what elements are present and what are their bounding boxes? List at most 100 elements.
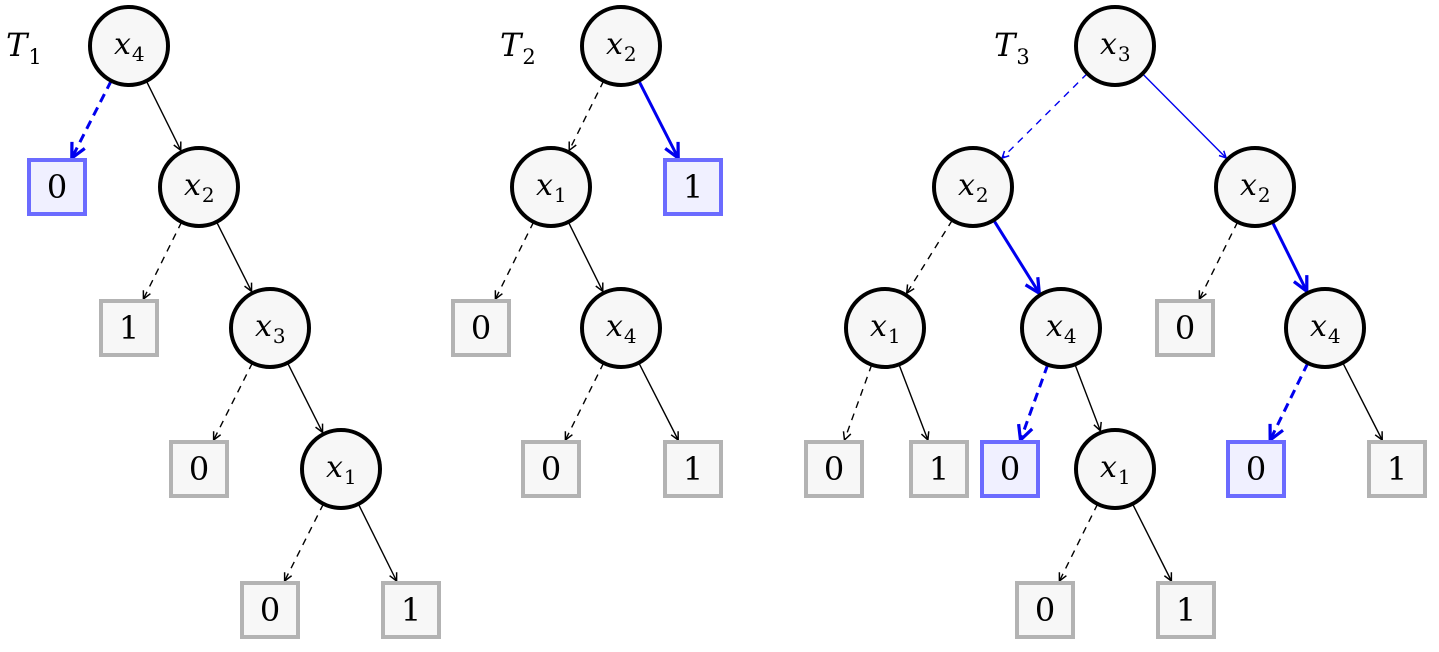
low-edge-highlighted bbox=[1270, 362, 1310, 440]
node-circle bbox=[932, 146, 1014, 228]
high-edge bbox=[357, 503, 396, 581]
leaf-value: 0 bbox=[471, 309, 491, 347]
low-edge bbox=[844, 364, 873, 440]
high-edge bbox=[286, 362, 323, 433]
leaf-box bbox=[1015, 581, 1075, 639]
high-edge bbox=[215, 221, 252, 292]
leaf-box bbox=[240, 581, 300, 639]
terminal-leaf-1: 1 bbox=[1367, 440, 1427, 498]
decision-node-x1: x1 bbox=[510, 146, 592, 228]
decision-node-x2: x2 bbox=[932, 146, 1014, 228]
terminal-leaf-0: 0 bbox=[1226, 440, 1286, 498]
terminal-leaf-0: 0 bbox=[169, 440, 229, 498]
decision-node-x2: x2 bbox=[1214, 146, 1296, 228]
high-edge bbox=[1074, 364, 1100, 430]
leaf-value: 0 bbox=[47, 168, 67, 206]
leaf-box bbox=[451, 299, 511, 357]
high-edge bbox=[638, 362, 678, 440]
leaf-box bbox=[909, 440, 969, 498]
leaf-box bbox=[99, 299, 159, 357]
high-edge-highlighted bbox=[1141, 73, 1226, 158]
leaf-value: 0 bbox=[1246, 450, 1266, 488]
decision-node-x1: x1 bbox=[1074, 428, 1156, 510]
decision-node-x4: x4 bbox=[580, 287, 662, 369]
leaf-value: 0 bbox=[1000, 450, 1020, 488]
low-edge bbox=[907, 219, 953, 293]
leaf-value: 1 bbox=[1387, 450, 1407, 488]
terminal-leaf-0: 0 bbox=[521, 440, 581, 498]
high-edge-highlighted bbox=[1270, 221, 1306, 291]
low-edge bbox=[569, 80, 605, 150]
leaf-box bbox=[381, 581, 441, 639]
tree-label: T3 bbox=[994, 26, 1030, 69]
node-circle bbox=[1074, 5, 1156, 87]
leaf-box-highlighted bbox=[663, 158, 723, 216]
node-circle bbox=[1214, 146, 1296, 228]
node-circle bbox=[1020, 287, 1102, 369]
leaf-value: 1 bbox=[119, 309, 139, 347]
decision-node-x4: x4 bbox=[88, 5, 170, 87]
edges-layer bbox=[72, 72, 1382, 581]
high-edge bbox=[1342, 362, 1382, 440]
leaf-value: 1 bbox=[683, 168, 703, 206]
terminal-leaf-0: 0 bbox=[1155, 299, 1215, 357]
terminal-leaf-0: 0 bbox=[451, 299, 511, 357]
high-edge bbox=[1131, 503, 1172, 581]
high-edge bbox=[145, 80, 180, 150]
node-circle bbox=[88, 5, 170, 87]
low-edge-highlighted bbox=[72, 80, 113, 158]
node-circle bbox=[580, 287, 662, 369]
low-edge bbox=[285, 503, 325, 581]
leaf-value: 1 bbox=[401, 591, 421, 629]
terminal-leaf-1: 1 bbox=[663, 158, 723, 216]
terminal-leaf-1: 1 bbox=[1156, 581, 1216, 639]
leaf-box bbox=[521, 440, 581, 498]
leaf-box-highlighted bbox=[27, 158, 87, 216]
terminal-leaf-0: 0 bbox=[1015, 581, 1075, 639]
terminal-leaf-0: 0 bbox=[27, 158, 87, 216]
node-variable-label: x1 bbox=[870, 309, 901, 348]
leaf-box bbox=[1156, 581, 1216, 639]
tree-label: T2 bbox=[500, 26, 536, 69]
terminal-leaf-1: 1 bbox=[99, 299, 159, 357]
node-variable-label: x1 bbox=[1100, 450, 1131, 489]
leaf-value: 0 bbox=[1175, 309, 1195, 347]
leaf-value: 1 bbox=[929, 450, 949, 488]
node-variable-label: x1 bbox=[536, 168, 567, 207]
decision-node-x3: x3 bbox=[229, 287, 311, 369]
terminal-leaf-1: 1 bbox=[663, 440, 723, 498]
terminal-leaf-1: 1 bbox=[381, 581, 441, 639]
decision-node-x1: x1 bbox=[844, 287, 926, 369]
node-circle bbox=[1074, 428, 1156, 510]
tree-1-edges bbox=[72, 80, 397, 581]
leaf-box bbox=[804, 440, 864, 498]
terminal-leaf-1: 1 bbox=[909, 440, 969, 498]
leaf-value: 0 bbox=[260, 591, 280, 629]
leaf-box bbox=[663, 440, 723, 498]
terminal-leaf-0: 0 bbox=[804, 440, 864, 498]
decision-node-x3: x3 bbox=[1074, 5, 1156, 87]
low-edge-highlighted bbox=[1002, 72, 1088, 158]
tree-label: T1 bbox=[6, 26, 42, 69]
high-edge bbox=[898, 364, 928, 440]
leaf-value: 1 bbox=[1176, 591, 1196, 629]
node-circle bbox=[1284, 287, 1366, 369]
terminal-leaf-0: 0 bbox=[980, 440, 1040, 498]
node-circle bbox=[844, 287, 926, 369]
leaf-box bbox=[1155, 299, 1215, 357]
leaf-box-highlighted bbox=[1226, 440, 1286, 498]
node-circle bbox=[158, 146, 240, 228]
node-circle bbox=[580, 5, 662, 87]
decision-node-x2: x2 bbox=[158, 146, 240, 228]
low-edge bbox=[565, 362, 605, 440]
low-edge-highlighted bbox=[1020, 364, 1050, 440]
low-edge bbox=[1059, 503, 1099, 581]
leaf-box-highlighted bbox=[980, 440, 1040, 498]
leaf-box bbox=[1367, 440, 1427, 498]
node-circle bbox=[510, 146, 592, 228]
